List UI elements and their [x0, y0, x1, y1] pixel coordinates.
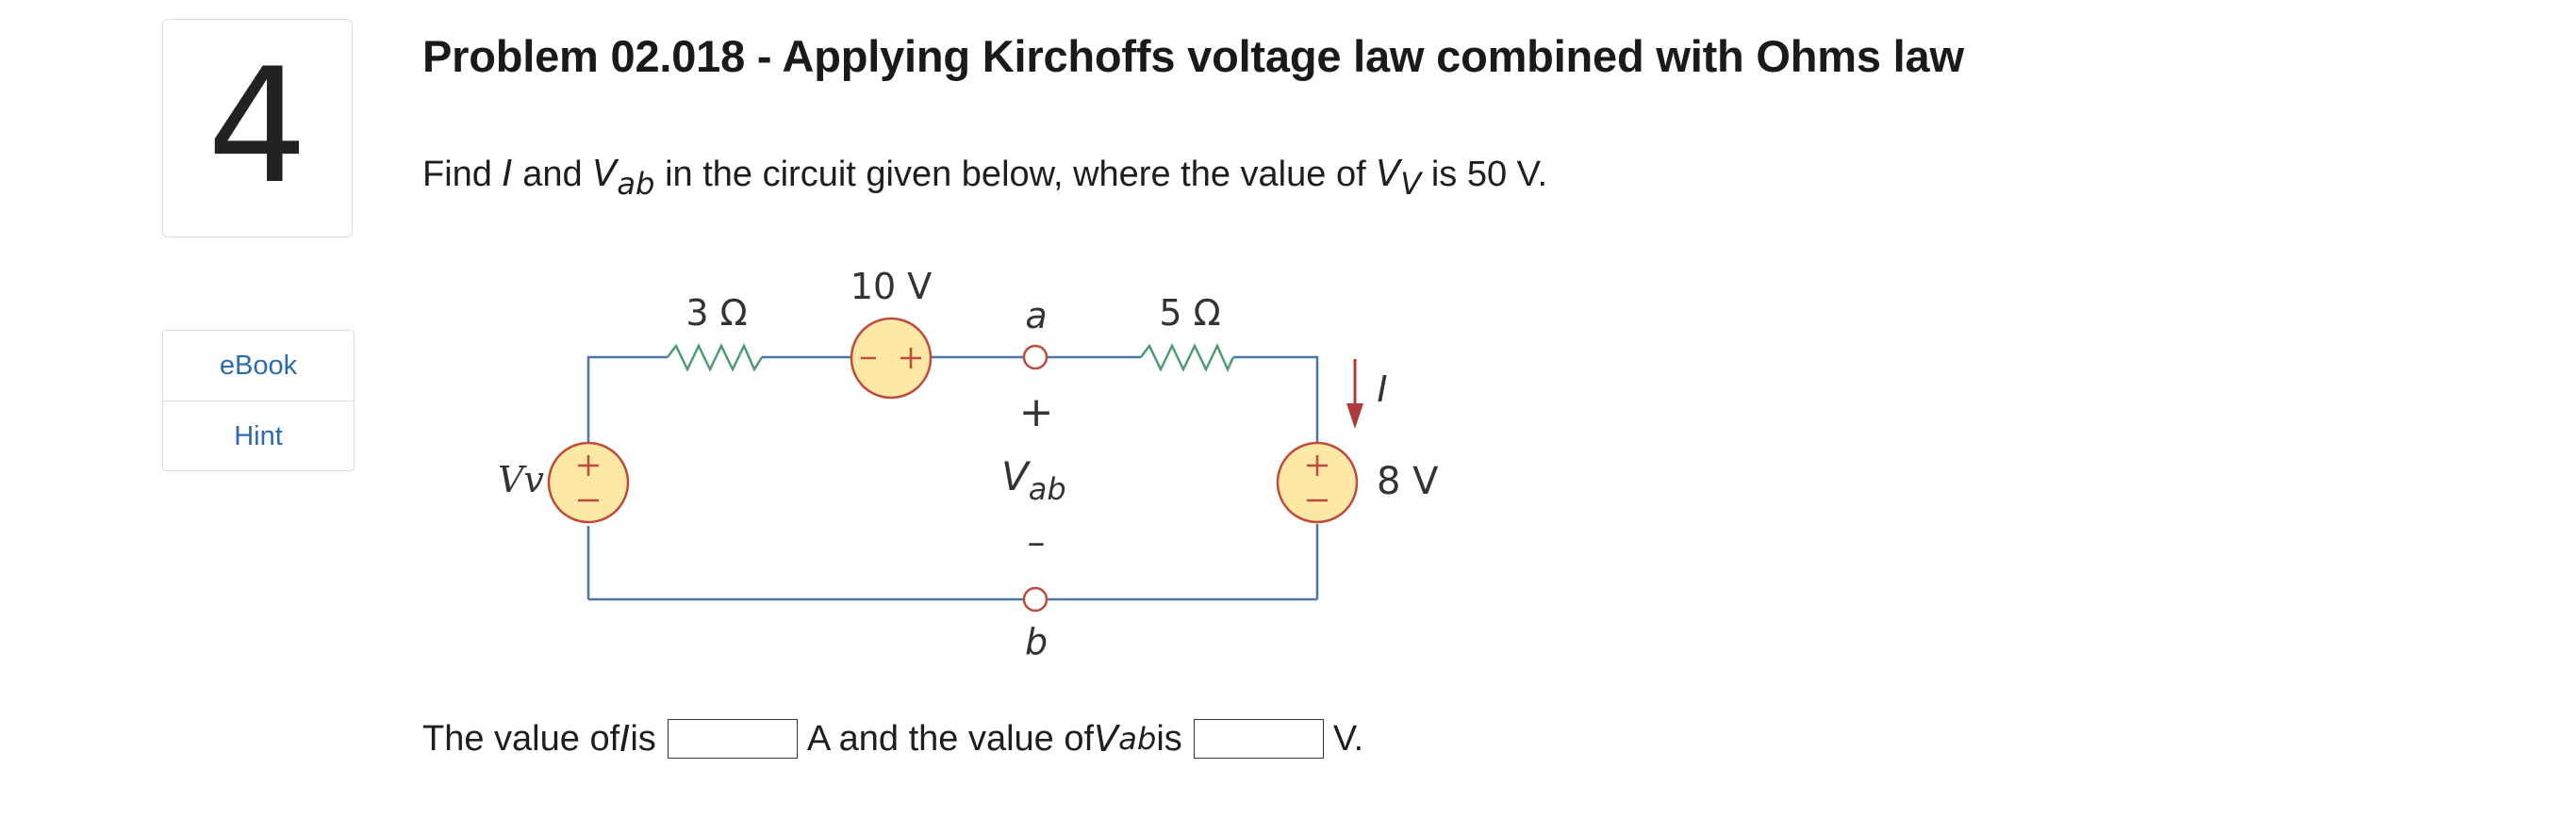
voltage-source-10v — [850, 317, 933, 400]
voltage-source-8v — [1276, 441, 1359, 524]
current-arrow — [1346, 359, 1363, 429]
current-label: I — [1377, 368, 1387, 410]
node-a-label: a — [1025, 295, 1047, 336]
problem-statement: Find I and Vab in the circuit given belo… — [422, 153, 1548, 203]
hint-link[interactable]: Hint — [163, 401, 354, 471]
vab-minus-label: – — [1028, 521, 1046, 563]
answer-variable-v: V — [1094, 718, 1119, 760]
source-8v-label: 8 V — [1377, 460, 1439, 503]
problem-title: Problem 02.018 - Applying Kirchoffs volt… — [422, 31, 1964, 81]
resistor-3-ohm — [667, 343, 764, 372]
variable-vv: V — [1376, 153, 1401, 194]
vab-answer-input[interactable] — [1193, 719, 1324, 759]
source-vv-label: Vv — [498, 459, 544, 500]
source-10v-label: 10 V — [850, 266, 932, 307]
question-number: 4 — [206, 34, 308, 219]
circuit-wires — [586, 355, 1319, 601]
wire-top-left — [586, 355, 668, 473]
resistor-5-ohm — [1140, 343, 1235, 373]
terminal-b — [1022, 586, 1049, 613]
resistor-3-ohm-label: 3 Ω — [685, 292, 747, 334]
resistor-5-ohm-label: 5 Ω — [1159, 292, 1220, 334]
variable-i: I — [502, 153, 513, 194]
wire-top-right — [1233, 355, 1319, 443]
variable-v: V — [592, 153, 618, 194]
resource-links: eBook Hint — [162, 330, 355, 471]
question-number-box: 4 — [162, 19, 353, 237]
node-b-label: b — [1025, 621, 1048, 662]
answer-variable-i: I — [619, 718, 631, 760]
vab-plus-label: + — [1019, 388, 1054, 436]
ebook-link[interactable]: eBook — [219, 350, 298, 381]
vab-label: Vab — [1001, 453, 1066, 507]
terminal-a — [1022, 344, 1049, 370]
voltage-source-vv — [547, 441, 630, 524]
current-answer-input[interactable] — [667, 719, 798, 759]
